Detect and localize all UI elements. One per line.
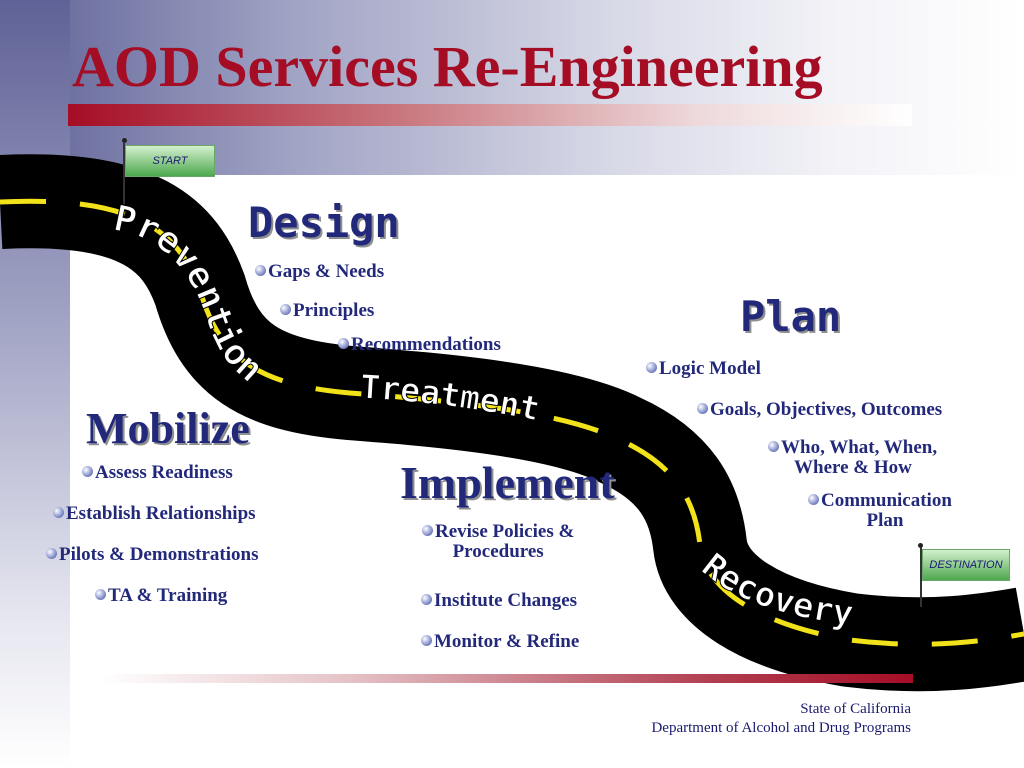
start-flag-knob xyxy=(122,138,127,143)
slide-title: AOD Services Re-Engineering xyxy=(72,34,823,99)
footer: State of California Department of Alcoho… xyxy=(651,700,911,738)
mobilize-item-pilots: Pilots & Demonstrations xyxy=(46,545,258,565)
footer-state: State of California xyxy=(800,701,911,717)
title-underline xyxy=(68,104,912,126)
design-item-gaps: Gaps & Needs xyxy=(255,262,384,282)
design-item-recommendations: Recommendations xyxy=(338,335,501,355)
plan-item-goals: Goals, Objectives, Outcomes xyxy=(697,400,942,420)
bullet-icon xyxy=(255,265,266,276)
bullet-icon xyxy=(95,589,106,600)
bullet-icon xyxy=(768,441,779,452)
bullet-icon xyxy=(421,594,432,605)
mobilize-item-ta-training: TA & Training xyxy=(95,586,227,606)
bullet-icon xyxy=(697,403,708,414)
plan-heading: Plan xyxy=(740,292,842,341)
mobilize-item-assess: Assess Readiness xyxy=(82,463,233,483)
mobilize-item-relationships: Establish Relationships xyxy=(53,504,256,524)
bullet-icon xyxy=(338,338,349,349)
bullet-icon xyxy=(808,494,819,505)
implement-heading: Implement xyxy=(400,457,615,508)
plan-item-communication: Communication Plan xyxy=(808,491,952,531)
bullet-icon xyxy=(422,525,433,536)
destination-flag: DESTINATION xyxy=(922,549,1010,581)
bullet-icon xyxy=(280,304,291,315)
start-flag: START xyxy=(125,145,215,177)
start-flag-label: START xyxy=(152,155,188,167)
bullet-icon xyxy=(646,362,657,373)
design-item-principles: Principles xyxy=(280,301,374,321)
bullet-icon xyxy=(421,635,432,646)
bullet-icon xyxy=(46,548,57,559)
footer-department: Department of Alcohol and Drug Programs xyxy=(651,720,911,736)
left-gradient xyxy=(0,0,70,768)
footer-rule xyxy=(100,674,913,683)
plan-item-who-what: Who, What, When, Where & How xyxy=(768,438,937,478)
implement-item-monitor: Monitor & Refine xyxy=(421,632,579,652)
design-heading: Design xyxy=(248,198,400,247)
implement-item-institute: Institute Changes xyxy=(421,591,577,611)
bullet-icon xyxy=(82,466,93,477)
destination-flag-pole xyxy=(920,547,922,607)
start-flag-pole xyxy=(123,142,125,204)
implement-item-revise: Revise Policies & Procedures xyxy=(422,522,574,562)
plan-item-logic-model: Logic Model xyxy=(646,359,761,379)
mobilize-heading: Mobilize xyxy=(86,404,250,453)
bullet-icon xyxy=(53,507,64,518)
destination-flag-label: DESTINATION xyxy=(929,559,1003,571)
destination-flag-knob xyxy=(918,543,923,548)
